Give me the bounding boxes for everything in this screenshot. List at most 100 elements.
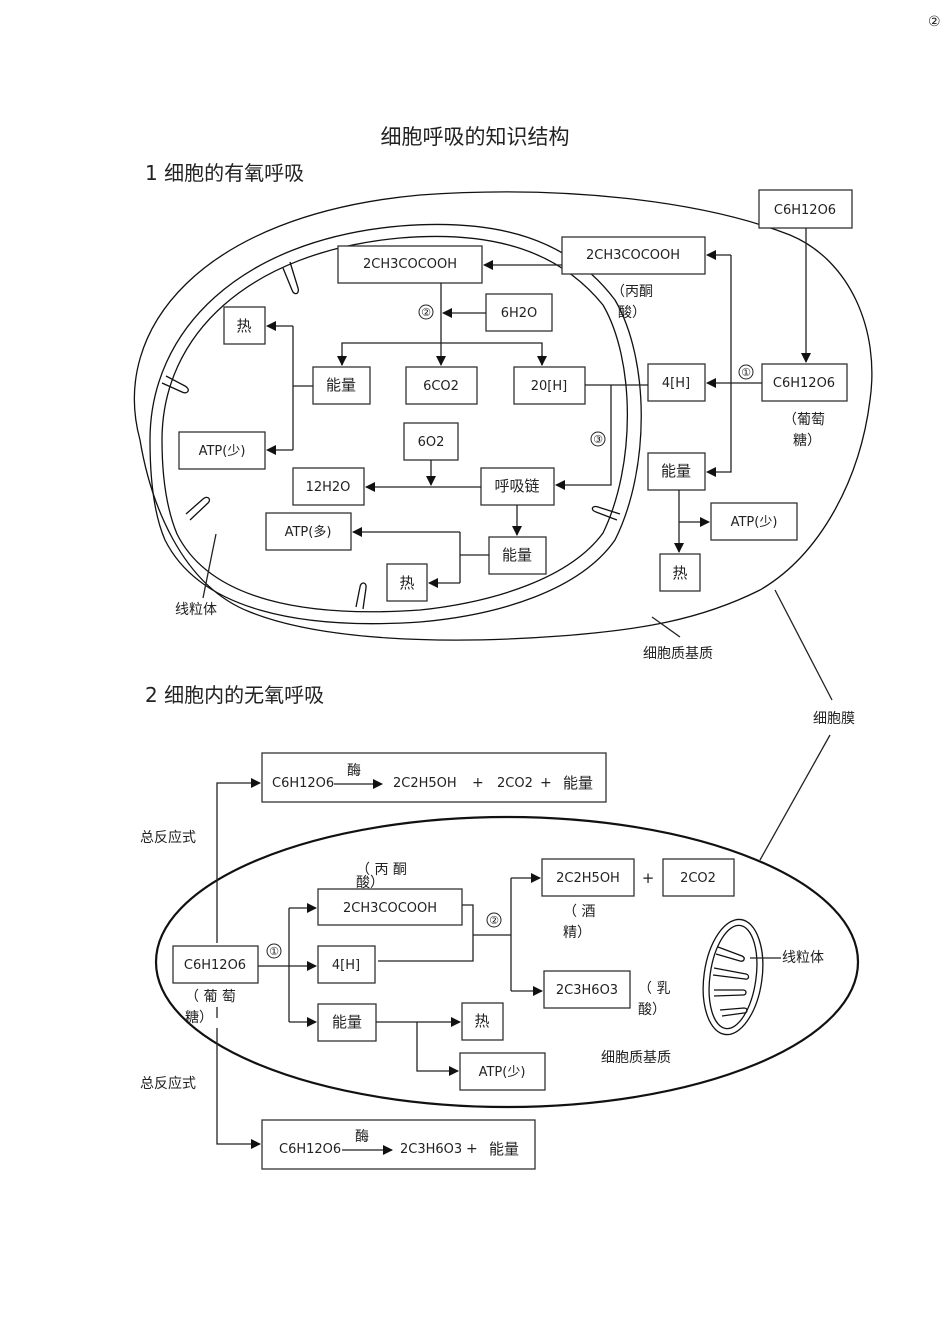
glucose-name-line2: 糖） (793, 433, 821, 449)
mitochondrion-icon (702, 918, 764, 1036)
pyruvate-name-line1: （ 丙 酮 (356, 862, 407, 878)
svg-text:②: ② (421, 306, 431, 319)
box-energy-stage3: 能量 (488, 536, 547, 575)
membrane-leader-line-top (774, 589, 833, 701)
svg-text:①: ① (269, 945, 279, 958)
cell-membrane (133, 191, 873, 641)
arrow-to-atp (416, 1022, 459, 1076)
mitochondrion-leader-line (202, 533, 217, 599)
box-energy-stage1: 能量 (647, 452, 706, 491)
box-4h: 4[H] (647, 363, 706, 402)
svg-text:③: ③ (593, 433, 603, 446)
eq1-product-energy: 能量 (563, 774, 593, 792)
mitochondrion-inner-membrane (161, 235, 629, 613)
membrane-leader-line-bottom (759, 734, 831, 861)
energy-stage1-text: 能量 (661, 462, 691, 480)
pyruvate-text: 2CH3COCOOH (343, 901, 437, 916)
box-o2: 6O2 (403, 422, 459, 461)
page-number: ② (928, 14, 941, 30)
ethanol-name-line1: （ 酒 (563, 904, 595, 920)
pyruvate-mito-text: 2CH3COCOOH (363, 257, 457, 272)
box-lactic: 2C3H6O3 (543, 970, 631, 1009)
box-h2o-out: 12H2O (292, 467, 365, 506)
pyruvate-cyto-text: 2CH3COCOOH (586, 248, 680, 263)
crista (355, 582, 367, 610)
box-4h: 4[H] (317, 945, 376, 984)
h20-text: 20[H] (531, 379, 567, 394)
box-atp-stage3: ATP(多) (265, 512, 352, 551)
eq2-enzyme: 酶 (355, 1129, 369, 1145)
section2-heading: 2 细胞内的无氧呼吸 (145, 683, 324, 707)
label-mitochondrion: 线粒体 (782, 950, 824, 966)
aerobic-diagram: 线粒体 细胞质基质 细胞膜 C6H12O6 C6H12O6 （葡萄 糖） 2CH… (133, 189, 873, 861)
energy-text: 能量 (332, 1013, 362, 1031)
arrow-to-energy-stage1 (706, 383, 732, 477)
box-atp: ATP(少) (459, 1052, 546, 1091)
glucose-outside-text: C6H12O6 (774, 203, 836, 218)
label-cell-membrane: 细胞膜 (813, 711, 855, 727)
ethanol-text: 2C2H5OH (556, 871, 620, 886)
box-pyruvate: 2CH3COCOOH (317, 888, 463, 926)
glucose-cyto-text: C6H12O6 (773, 376, 835, 391)
eq1-enzyme: 酶 (347, 763, 361, 779)
box-20h: 20[H] (513, 366, 586, 405)
crista (185, 496, 211, 521)
o2-text: 6O2 (418, 435, 445, 450)
plus-sign: + (642, 869, 655, 887)
total-equation-label-2: 总反应式 (140, 1075, 196, 1092)
mitochondrion-outer-membrane (149, 223, 642, 625)
step-marker-1: ① (266, 943, 282, 959)
box-glucose-outside: C6H12O6 (758, 189, 853, 229)
box-glucose: C6H12O6 (172, 945, 259, 984)
cell-outline (154, 815, 860, 1109)
atp-stage1-text: ATP(少) (731, 515, 778, 530)
label-mitochondrion: 线粒体 (175, 602, 217, 618)
box-pyruvate-mito: 2CH3COCOOH (337, 245, 483, 284)
label-cytoplasm: 细胞质基质 (643, 645, 713, 662)
step-marker-3: ③ (590, 431, 606, 447)
glucose-name-line1: （ 葡 萄 (185, 989, 236, 1005)
heat-text: 热 (474, 1012, 489, 1030)
pyruvate-name-line2: 酸） (356, 875, 384, 891)
heat-stage2-text: 热 (236, 317, 251, 335)
crista (591, 505, 621, 521)
box-h2o-in: 6H2O (485, 293, 553, 332)
box-heat: 热 (461, 1002, 504, 1041)
co2-text: 6CO2 (423, 379, 459, 394)
step-marker-2: ② (418, 304, 434, 320)
atp-stage3-text: ATP(多) (285, 524, 332, 540)
lactic-name-line1: （ 乳 (638, 981, 670, 997)
h4-text: 4[H] (662, 376, 690, 391)
pyruvate-name-line1: （丙酮 (611, 284, 653, 300)
lactic-name-line2: 酸） (638, 1002, 666, 1018)
atp-stage2-text: ATP(少) (199, 444, 246, 459)
section1-heading: 1 细胞的有氧呼吸 (145, 161, 304, 185)
box-energy-stage2: 能量 (312, 366, 371, 405)
total-equation-label-1: 总反应式 (140, 829, 196, 846)
pyruvate-name-line2: 酸） (618, 305, 646, 321)
svg-text:①: ① (741, 366, 751, 379)
label-cytoplasm: 细胞质基质 (601, 1049, 671, 1066)
h4-text: 4[H] (332, 958, 360, 973)
equation-box-lactic: C6H12O6 酶 2C3H6O3 + 能量 (261, 1119, 536, 1170)
eq2-product-lactic: 2C3H6O3 (400, 1142, 462, 1157)
eq1-plus-1: + (472, 775, 484, 791)
box-ethanol: 2C2H5OH (541, 858, 635, 897)
box-heat-stage1: 热 (659, 553, 701, 592)
eq1-product-ethanol: 2C2H5OH (393, 776, 457, 791)
arrow-to-equation-lactic (216, 1028, 261, 1149)
h2o-out-text: 12H2O (306, 480, 351, 495)
box-atp-stage1: ATP(少) (710, 502, 798, 541)
step-marker-2: ② (486, 912, 502, 928)
crista (161, 375, 189, 394)
box-glucose-cyto: C6H12O6 (761, 363, 848, 402)
cytoplasm-leader-line (651, 616, 681, 638)
lactic-text: 2C3H6O3 (556, 983, 618, 998)
eq1-reactant: C6H12O6 (272, 776, 334, 791)
heat-stage1-text: 热 (672, 564, 687, 582)
atp-text: ATP(少) (479, 1065, 526, 1080)
step-marker-1: ① (738, 364, 754, 380)
arrow-to-resp-chain (555, 385, 612, 490)
equation-box-alcohol: C6H12O6 酶 2C2H5OH + 2CO2 + 能量 (261, 752, 607, 803)
